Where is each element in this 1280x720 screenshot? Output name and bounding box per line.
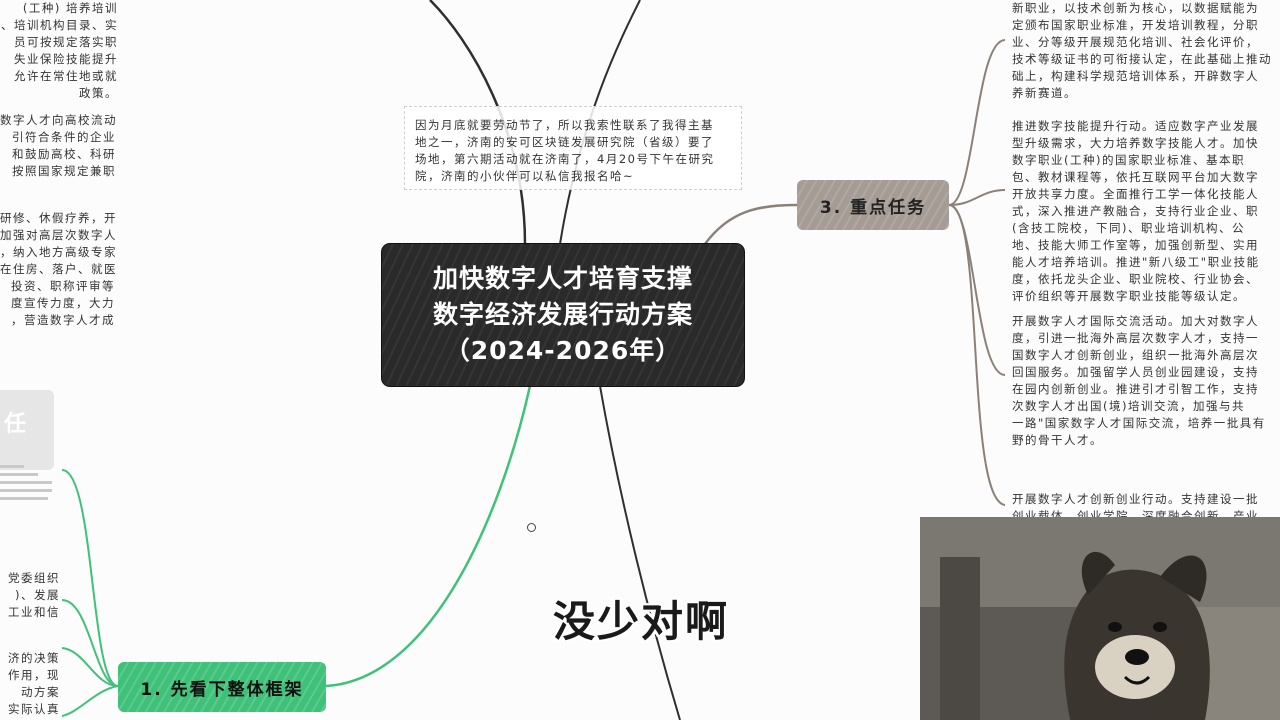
- task-detail-skills-upgrade: 推进数字技能提升行动。适应数字产业发展 型升级需求，大力培养数字技能人才。加快 …: [1012, 119, 1260, 303]
- branch-framework-up: [61, 469, 119, 687]
- central-topic-line-3: （2024-2026年）: [444, 336, 682, 365]
- task-detail-international-exchange: 开展数字人才国际交流活动。加大对数字人 度，引进一批海外高层次数字人才，支持一 …: [1012, 314, 1266, 447]
- node-overall-framework[interactable]: 1. 先看下整体框架: [118, 662, 326, 712]
- video-subtitle: 没少对啊: [552, 597, 729, 646]
- left-fragment-5: 济的决策 作用，现 动方案 实际认真: [8, 651, 60, 716]
- branch-to-task: [703, 203, 798, 245]
- branch-task-low: [948, 204, 1006, 376]
- branch-to-framework: [325, 385, 532, 688]
- task-detail-digital-jobs: 新职业，以技术创新为核心，以数据赋能为 定颁布国家职业标准，开发培训教程，分职 …: [1012, 1, 1272, 100]
- branch-top-left: [429, 0, 527, 245]
- announcement-text: 因为月底就要劳动节了，所以我索性联系了我得主基 地之一，济南的安可区块链发展研究…: [415, 118, 715, 183]
- node-key-tasks[interactable]: 3. 重点任务: [797, 180, 949, 230]
- central-topic[interactable]: 加快数字人才培育支撑 数字经济发展行动方案 （2024-2026年）: [382, 244, 744, 386]
- dog-avatar-image: [920, 517, 1280, 720]
- left-fragment-2: 数字人才向高校流动 引符合条件的企业 和鼓励高校、科研 按照国家规定兼职: [0, 113, 116, 178]
- central-topic-line-1: 加快数字人才培育支撑: [432, 264, 693, 293]
- branch-framework-mid: [61, 599, 119, 687]
- subnode-glyph: 任: [4, 412, 27, 437]
- branch-framework-bottom: [61, 685, 119, 717]
- presenter-webcam-overlay: [920, 517, 1280, 720]
- mouse-cursor-icon: [527, 523, 536, 532]
- collapsed-subnode[interactable]: 任: [0, 390, 54, 470]
- branch-task-bottom: [948, 204, 1006, 506]
- branch-task-up: [948, 39, 1006, 206]
- collapsed-thumbnail-lines: [0, 460, 60, 550]
- left-fragment-1: (工种) 培养培训 、培训机构目录、实 员可按规定落实职 失业保险技能提升 允许…: [1, 1, 118, 100]
- branch-framework-low: [61, 647, 119, 687]
- announcement-note: 因为月底就要劳动节了，所以我索性联系了我得主基 地之一，济南的安可区块链发展研究…: [404, 106, 742, 190]
- branch-bottom: [599, 385, 681, 720]
- central-topic-line-2: 数字经济发展行动方案: [432, 300, 693, 329]
- branch-task-mid: [948, 189, 1006, 206]
- left-fragment-3: 研修、休假疗养，开 加强对高层次数字人 ，纳入地方高级专家 在住房、落户、就医 …: [0, 211, 115, 327]
- branch-top-right: [559, 0, 641, 245]
- left-fragment-4: 党委组织 )、发展 工业和信: [8, 571, 60, 619]
